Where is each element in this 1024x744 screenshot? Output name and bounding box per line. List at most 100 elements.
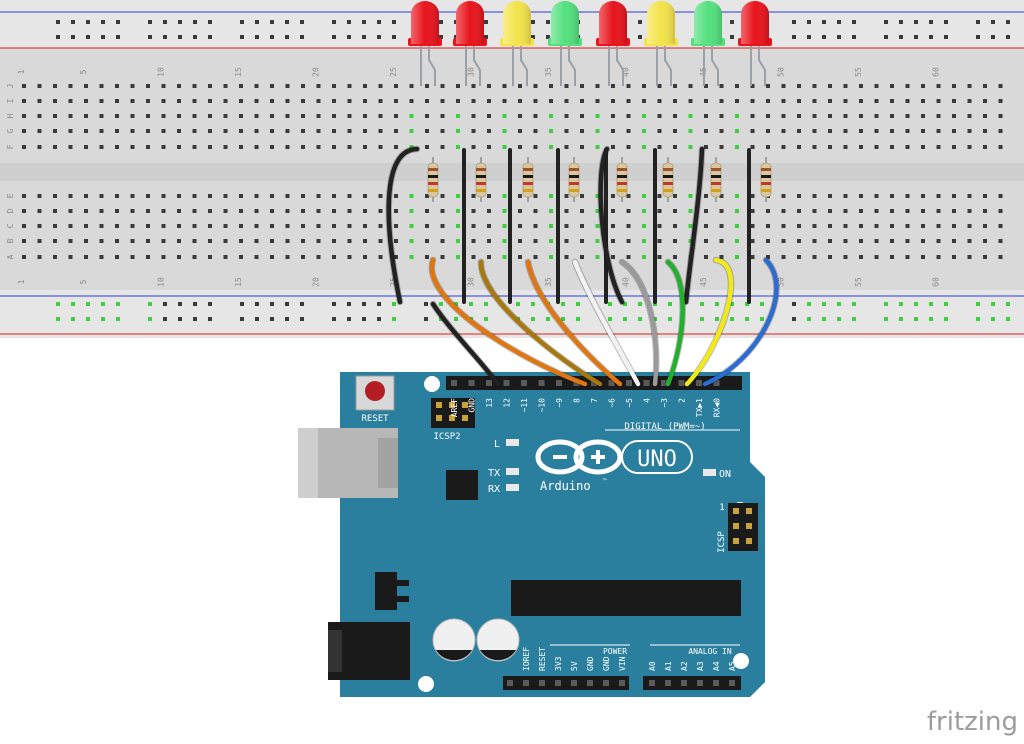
power-pin-socket[interactable] <box>619 680 625 686</box>
power-pin-socket[interactable] <box>507 680 513 686</box>
digital-pin-socket[interactable] <box>521 380 527 386</box>
power-pin-socket[interactable] <box>523 680 529 686</box>
breadboard-hole <box>254 129 259 133</box>
rail-hole <box>193 317 197 321</box>
breadboard-hole <box>115 114 119 118</box>
rail-hole <box>884 20 888 24</box>
breadboard-hole <box>611 99 615 103</box>
rail-hole <box>807 302 811 306</box>
breadboard-hole <box>161 129 166 133</box>
breadboard-hole <box>952 194 956 198</box>
rail-hole <box>270 35 274 39</box>
breadboard-hole <box>998 209 1003 213</box>
breadboard-hole <box>595 145 600 149</box>
reset-button-cap[interactable] <box>365 381 385 401</box>
breadboard-hole <box>440 209 445 213</box>
power-pin-socket[interactable] <box>539 680 545 686</box>
breadboard-hole <box>425 129 429 133</box>
digital-pin-socket[interactable] <box>696 380 702 386</box>
led-shine <box>551 1 579 44</box>
breadboard-hole <box>53 209 57 213</box>
analog-pin-socket[interactable] <box>729 680 735 686</box>
digital-pin-socket[interactable] <box>608 380 615 386</box>
digital-pin-socket[interactable] <box>468 380 475 386</box>
rail-hole <box>208 302 212 306</box>
breadboard-hole <box>301 129 305 133</box>
digital-pin-socket[interactable] <box>503 380 510 386</box>
resistor-band <box>523 175 533 178</box>
breadboard-hole <box>549 145 553 149</box>
breadboard-hole <box>301 194 305 198</box>
breadboard-hole <box>84 194 88 198</box>
analog-pin-socket[interactable] <box>665 680 671 686</box>
power-pin-socket[interactable] <box>555 680 561 686</box>
led-shine <box>647 1 675 44</box>
digital-pin-socket[interactable] <box>678 380 685 386</box>
breadboard-hole <box>502 255 507 259</box>
breadboard-hole <box>502 194 507 198</box>
rail-hole <box>608 317 612 321</box>
rail-hole <box>837 20 841 24</box>
breadboard-hole <box>409 224 414 228</box>
signal-wire-pin9 <box>429 257 588 387</box>
digital-pin-socket[interactable] <box>538 380 545 386</box>
rail-hole <box>668 317 672 321</box>
breadboard-hole <box>53 145 57 149</box>
breadboard-hole <box>781 239 786 243</box>
power-pin-socket[interactable] <box>571 680 577 686</box>
digital-pin-socket[interactable] <box>643 380 650 386</box>
breadboard-hole <box>192 194 197 198</box>
breadboard-hole <box>409 255 414 259</box>
breadboard-hole <box>750 145 755 149</box>
breadboard-hole <box>564 99 569 103</box>
breadboard-hole <box>285 145 290 149</box>
breadboard-hole <box>704 129 708 133</box>
analog-pin-socket[interactable] <box>713 680 719 686</box>
rail-hole <box>852 35 856 39</box>
capacitor-stripe <box>436 650 472 661</box>
breadboard-hole <box>456 224 460 228</box>
digital-pin-socket[interactable] <box>556 380 562 386</box>
breadboard-hole <box>115 99 119 103</box>
power-pins <box>507 680 625 686</box>
rail-hole <box>439 302 443 306</box>
analog-pin-socket[interactable] <box>697 680 703 686</box>
digital-pin-socket[interactable] <box>626 380 632 386</box>
breadboard-hole <box>347 224 352 228</box>
resistor-band <box>523 189 533 192</box>
power-pin-socket[interactable] <box>587 680 593 686</box>
breadboard-hole <box>549 194 553 198</box>
rail-hole <box>700 302 704 306</box>
digital-pin-socket[interactable] <box>451 380 457 386</box>
breadboard-hole <box>316 114 321 118</box>
breadboard-hole <box>177 114 181 118</box>
digital-pin-socket[interactable] <box>661 380 667 386</box>
rail-hole <box>377 20 381 24</box>
power-pin-socket[interactable] <box>603 680 609 686</box>
breadboard-hole <box>828 114 832 118</box>
rail-hole <box>715 302 719 306</box>
breadboard-hole <box>130 255 135 259</box>
ground-curve-wire <box>598 146 625 305</box>
analog-pin-socket[interactable] <box>681 680 687 686</box>
rail-hole <box>347 35 351 39</box>
digital-pin-socket[interactable] <box>713 380 720 386</box>
rail-hole <box>991 20 995 24</box>
breadboard-hole <box>378 255 383 259</box>
digital-pin-socket[interactable] <box>591 380 597 386</box>
digital-pin-socket[interactable] <box>486 380 492 386</box>
on-led <box>703 469 716 476</box>
analog-pin-socket[interactable] <box>649 680 655 686</box>
breadboard-hole <box>936 99 941 103</box>
rail-hole <box>807 20 811 24</box>
rail-hole <box>163 317 167 321</box>
breadboard-hole <box>580 224 584 228</box>
breadboard-hole <box>518 114 522 118</box>
breadboard-hole <box>254 145 259 149</box>
breadboard-hole <box>766 209 770 213</box>
breadboard-hole <box>905 209 910 213</box>
breadboard-hole <box>409 194 414 198</box>
breadboard-hole <box>130 84 135 88</box>
